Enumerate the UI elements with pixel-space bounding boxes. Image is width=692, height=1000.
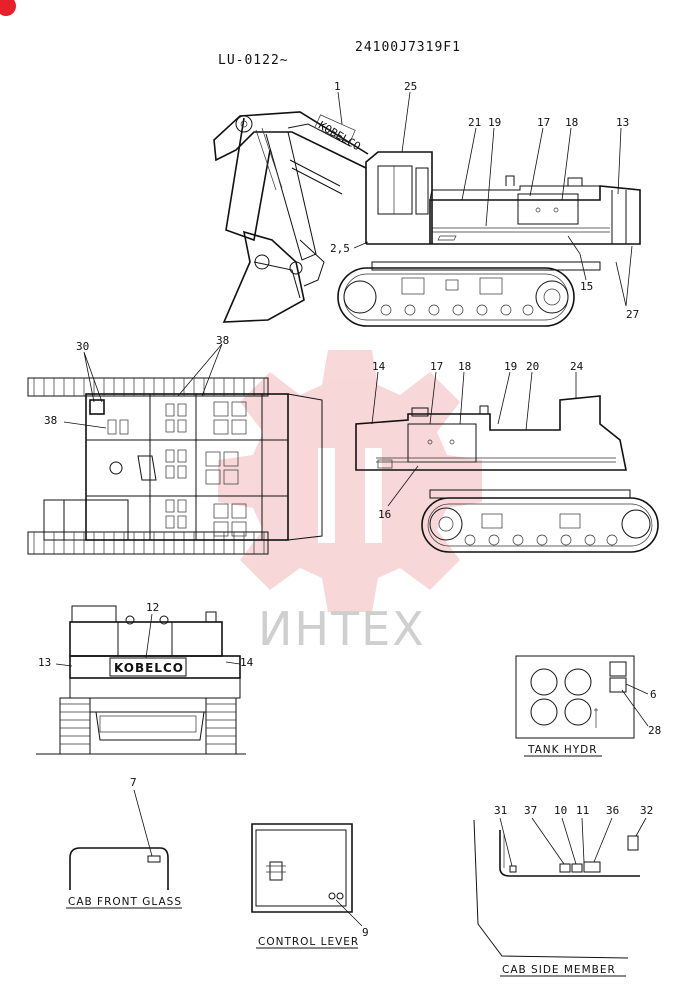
caption-tank-hydr: TANK HYDR [527,744,598,756]
callout-20: 20 [526,360,539,373]
callout-21: 21 [468,116,481,129]
callout-36: 36 [606,804,619,817]
caption-cab-side-member: CAB SIDE MEMBER [502,964,616,976]
callout-19-rear: 19 [504,360,517,373]
callout-27: 27 [626,308,639,321]
callout-10: 10 [554,804,567,817]
callout-15: 15 [580,280,593,293]
excavator-top-view [27,377,323,555]
serial-range: LU-0122~ [218,53,289,68]
callout-19: 19 [488,116,501,129]
caption-control-lever: CONTROL LEVER [258,936,359,948]
callout-1: 1 [334,80,341,93]
tank-hydr-detail [515,655,635,739]
callout-11: 11 [576,804,589,817]
callout-38-top: 38 [216,334,229,347]
callout-14-rearview: 14 [240,656,254,669]
callout-9: 9 [362,926,369,939]
callout-12: 12 [146,601,159,614]
brand-plate-text: KOBELCO [114,661,184,675]
cab-side-member-detail [473,819,640,959]
callout-24: 24 [570,360,584,373]
callout-30: 30 [76,340,89,353]
callout-25: 25 [404,80,417,93]
callout-7: 7 [130,776,137,789]
callout-37: 37 [524,804,537,817]
watermark-logo-icon [218,350,482,612]
callout-14-rear: 14 [372,360,386,373]
cab-front-glass-detail [69,847,169,890]
callout-17: 17 [537,116,550,129]
callout-leaders-sidemember [499,817,647,867]
callout-13: 13 [616,116,629,129]
callout-leaders-rear [371,371,577,507]
callout-leaders-plan [63,343,223,429]
callout-31: 31 [494,804,507,817]
callout-16: 16 [378,508,391,521]
callout-leaders-tank [621,683,649,727]
svg-text:KOBELCO: KOBELCO [316,119,363,153]
excavator-rear-side-view [355,395,659,553]
excavator-side-view: KOBELCO [213,111,641,327]
caption-cab-front-glass: CAB FRONT GLASS [68,896,182,908]
callout-28: 28 [648,724,661,737]
callout-leaders-rearview [55,613,241,667]
callout-18-rear: 18 [458,360,471,373]
callout-13-rear: 13 [38,656,51,669]
callout-2-5: 2,5 [330,242,350,255]
callout-38-left: 38 [44,414,57,427]
watermark-text: ИНТЕХ [258,602,426,656]
callout-6: 6 [650,688,657,701]
excavator-rear-view: KOBELCO [36,605,246,755]
control-lever-detail [251,823,353,913]
corner-badge-icon [0,0,16,16]
part-number: 24100J7319F1 [355,40,461,55]
callout-32: 32 [640,804,653,817]
callout-leaders-top [337,91,633,307]
callout-18: 18 [565,116,578,129]
callout-17-rear: 17 [430,360,443,373]
